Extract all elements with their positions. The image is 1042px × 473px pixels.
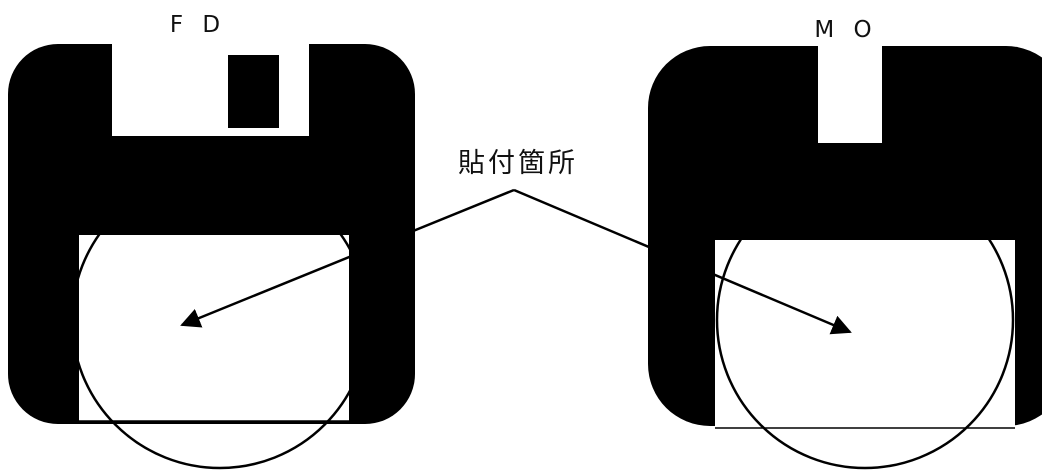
mo-disk-outline-circle xyxy=(715,170,1015,470)
mo-shutter-window xyxy=(818,46,882,143)
fd-write-protect-tab xyxy=(228,55,279,128)
fd-label: F D xyxy=(170,12,226,38)
mo-disk: M O xyxy=(648,17,1042,470)
callout-label: 貼付箇所 xyxy=(458,148,578,179)
callout-arrow-to-mo xyxy=(513,188,852,335)
fd-disk: F D xyxy=(8,12,415,470)
fd-shutter-window xyxy=(112,44,309,136)
mo-label: M O xyxy=(814,17,877,43)
callout-arrow-to-fd xyxy=(180,188,515,328)
fd-disk-outline-circle xyxy=(70,170,370,470)
fd-label-area xyxy=(79,235,349,421)
callout: 貼付箇所 xyxy=(180,148,852,335)
mo-label-area xyxy=(715,240,1015,428)
